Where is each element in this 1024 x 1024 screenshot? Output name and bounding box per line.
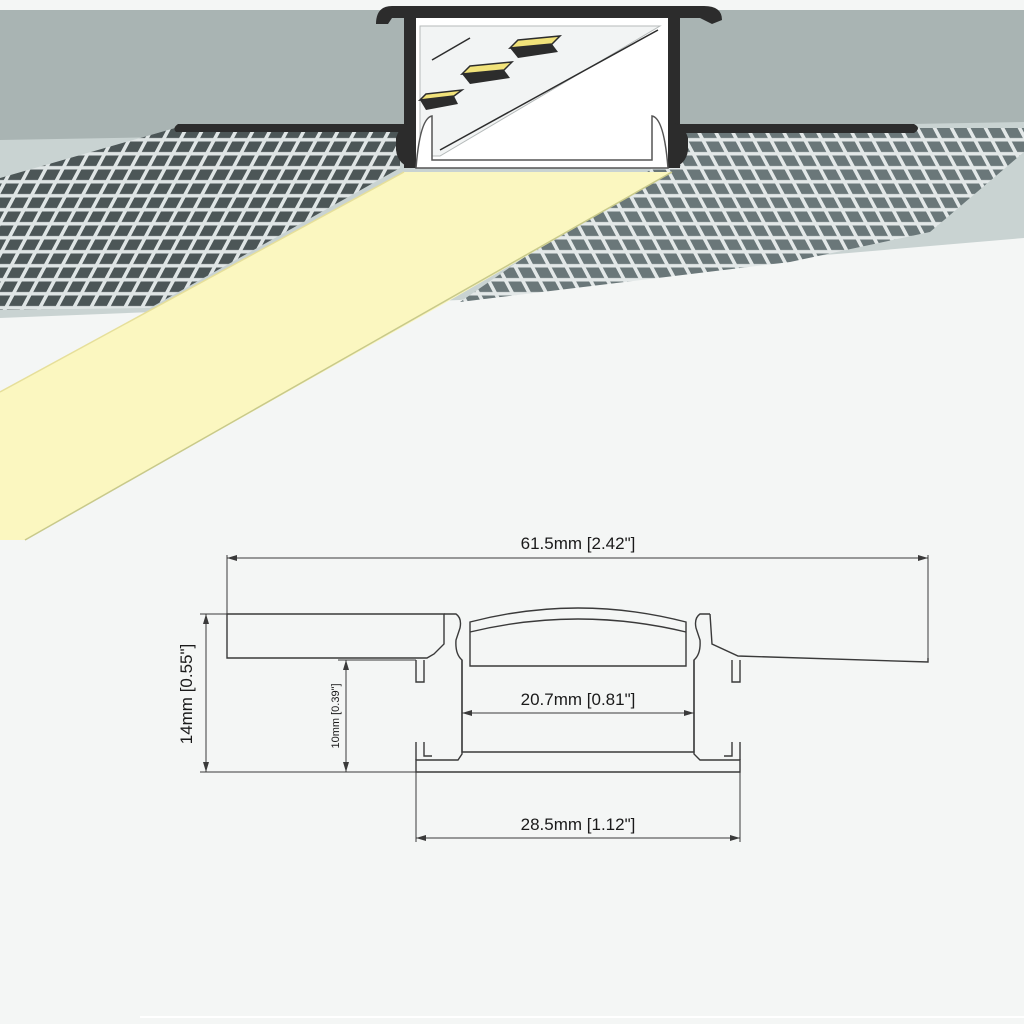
light-beam-edge — [24, 171, 673, 541]
profile-flange-right — [680, 124, 918, 133]
profile-flange-left — [174, 124, 404, 132]
dimension-lines — [200, 555, 929, 842]
light-beam — [0, 172, 672, 540]
body-width-label: 28.5mm [1.12"] — [521, 815, 636, 834]
plaster-mesh-right — [460, 128, 1024, 302]
bottom-rule — [140, 1016, 1024, 1018]
led-channel — [376, 6, 722, 169]
body-height-label: 10mm [0.39"] — [330, 683, 342, 748]
plaster-mesh-left — [0, 128, 400, 310]
led-chip — [507, 35, 563, 58]
led-chip — [459, 61, 515, 84]
inner-width-label: 20.7mm [0.81"] — [521, 690, 636, 709]
overall-width-label: 61.5mm [2.42"] — [521, 534, 636, 553]
led-chip — [417, 88, 465, 110]
light-beam-edge — [0, 171, 405, 393]
overall-height-label: 14mm [0.55"] — [177, 644, 196, 745]
dimension-arrows — [203, 555, 928, 841]
